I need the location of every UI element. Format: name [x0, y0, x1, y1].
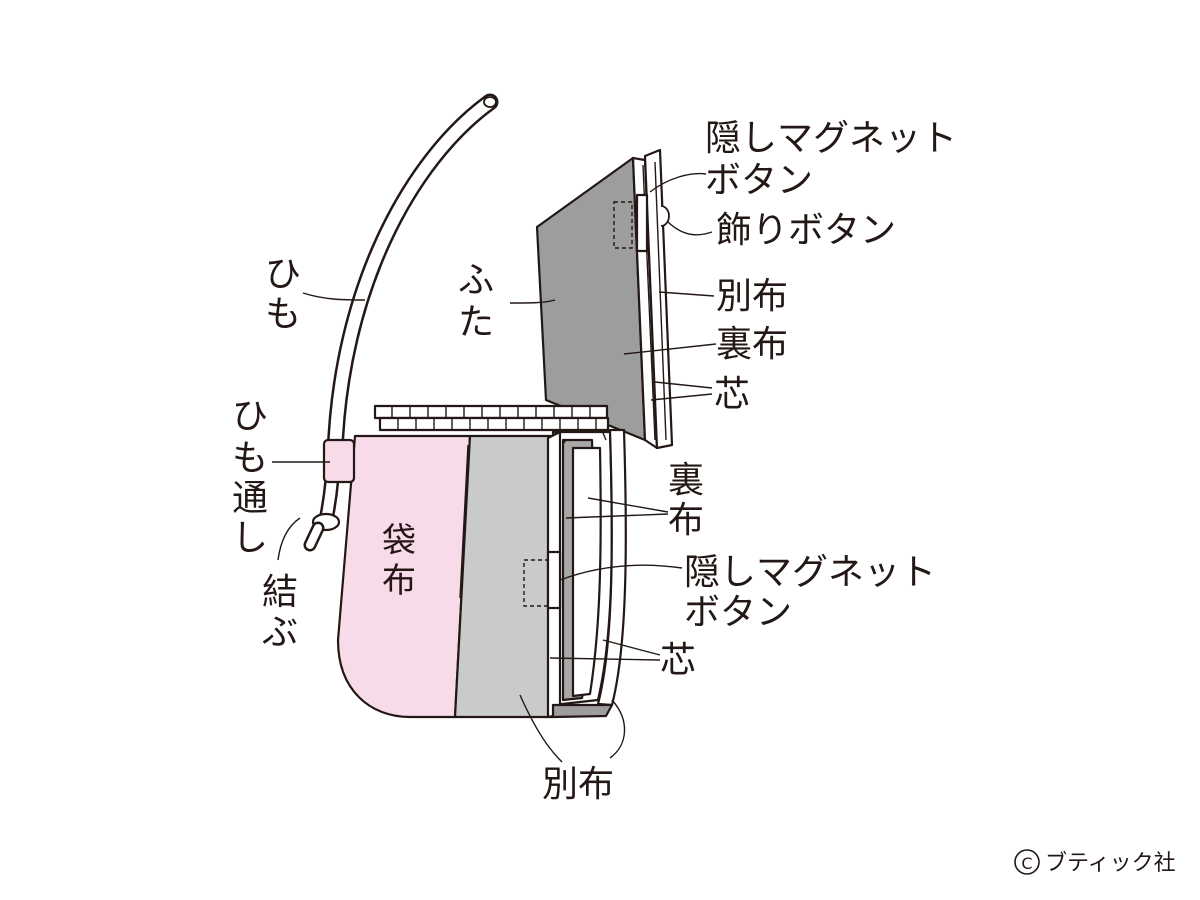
label-fukuro-2: 布	[382, 561, 416, 601]
label-magnet-bottom-1: 隠しマグネット	[684, 552, 936, 593]
label-himotoshi-1: ひ	[232, 396, 268, 437]
label-magnet-top-1: 隠しマグネット	[705, 118, 957, 159]
label-shin-bottom: 芯	[660, 640, 696, 681]
label-himotoshi-2: も	[232, 438, 268, 479]
label-shin-top: 芯	[714, 374, 750, 415]
label-futa-1: ふ	[458, 260, 494, 301]
copyright: C ブティック社	[1014, 849, 1176, 876]
frame-top	[373, 404, 610, 432]
copyright-text: ブティック社	[1045, 851, 1176, 876]
flap	[535, 148, 674, 450]
label-urafu-mid-1: 裏	[668, 460, 704, 501]
label-magnet-bottom-2: ボタン	[684, 592, 792, 633]
copyright-symbol: C	[1021, 854, 1032, 873]
body-side-layers	[546, 428, 627, 719]
strap-loop	[303, 438, 356, 552]
label-bessou-bottom: 別布	[542, 764, 614, 805]
body-panel-fabric	[453, 434, 555, 719]
label-bessou-top: 別布	[716, 276, 788, 317]
label-futa-2: た	[458, 302, 494, 343]
body-main-fabric	[336, 434, 472, 719]
label-himotoshi-4: し	[232, 518, 268, 559]
strap	[326, 93, 499, 464]
labels: 隠しマグネット ボタン 飾りボタン 別布 裏布 芯 ふ た ひ も ひ も 通 …	[232, 118, 957, 805]
copyright-icon	[1014, 849, 1040, 875]
label-musubu-1: 結	[262, 572, 298, 613]
label-magnet-top-2: ボタン	[705, 160, 813, 201]
label-deco-button: 飾りボタン	[716, 210, 896, 251]
label-himo-1: ひ	[265, 254, 301, 295]
label-himotoshi-3: 通	[232, 478, 268, 519]
label-urafu-mid-2: 布	[668, 500, 704, 541]
label-musubu-2: ぶ	[262, 612, 298, 653]
label-fukuro-1: 袋	[382, 521, 416, 561]
label-urafu-top: 裏布	[716, 324, 788, 365]
leader-lines	[272, 172, 717, 763]
label-himo-2: も	[265, 294, 301, 335]
